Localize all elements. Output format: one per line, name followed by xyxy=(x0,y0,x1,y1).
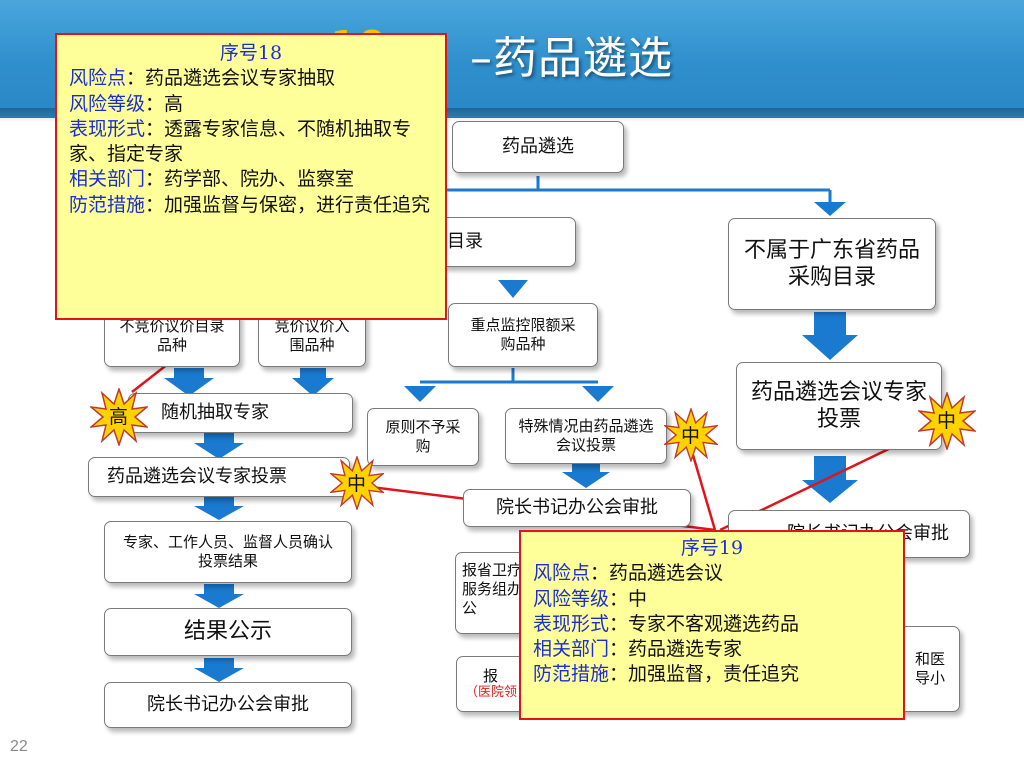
node-expert-vote-left: 药品遴选会议专家投票 xyxy=(88,457,350,497)
popup19-department: 相关部门：药品遴选专家 xyxy=(533,637,891,662)
popup19-measures-label: 防范措施 xyxy=(533,663,610,686)
popup18-risk-point: 风险点：药品遴选会议专家抽取 xyxy=(69,66,433,91)
risk-burst-high-icon xyxy=(90,388,148,446)
popup18-risk-point-label: 风险点 xyxy=(69,67,127,90)
node-drug-selection-label: 药品遴选 xyxy=(502,135,574,157)
popup19-seq: 序号19 xyxy=(680,537,744,559)
risk-level-mid-left: 中 xyxy=(347,473,367,495)
popup18-department-label: 相关部门 xyxy=(69,168,146,191)
node-random-experts: 随机抽取专家 xyxy=(128,393,353,433)
popup19-risk-point-value: ：药品遴选会议 xyxy=(590,562,724,585)
slide-title: –药品遴选 xyxy=(470,33,673,84)
popup19-department-value: ：药品遴选专家 xyxy=(609,638,743,661)
node-report-province-label: 报省卫疗服务组办公 xyxy=(462,561,523,617)
node-special-vote: 特殊情况由药品遴选会议投票 xyxy=(505,408,667,464)
node-not-in-catalog-label: 不属于广东省药品采购目录 xyxy=(743,237,920,291)
node-key-monitor: 重点监控限额采购品种 xyxy=(448,303,598,367)
node-special-vote-label: 特殊情况由药品遴选会议投票 xyxy=(518,417,654,454)
popup18-measures-label: 防范措施 xyxy=(69,193,146,216)
risk-burst-mid-left-icon xyxy=(330,456,384,510)
popup18-seq: 序号18 xyxy=(219,42,283,64)
node-bid-label: 竞价议价入围品种 xyxy=(274,317,350,354)
popup18-manifestation: 表现形式：透露专家信息、不随机抽取专家、指定专家 xyxy=(69,117,433,168)
popup19-manifestation-value: ：专家不客观遴选药品 xyxy=(609,612,800,635)
node-dean-office-bottom: 院长书记办公会审批 xyxy=(104,682,352,728)
risk-level-high: 高 xyxy=(109,406,129,428)
node-result-publish: 结果公示 xyxy=(104,608,352,656)
popup19-department-label: 相关部门 xyxy=(533,638,610,661)
node-random-experts-label: 随机抽取专家 xyxy=(161,401,269,423)
node-non-bid-label: 不竞价议价目录品种 xyxy=(119,317,225,354)
node-bottom-mid-label: 报 xyxy=(483,666,499,685)
page-number: 22 xyxy=(10,738,28,755)
popup19-manifestation: 表现形式：专家不客观遴选药品 xyxy=(533,612,891,637)
popup19-measures: 防范措施：加强监督，责任追究 xyxy=(533,662,891,687)
risk-level-mid-center: 中 xyxy=(681,425,701,447)
popup18-measures-value: ：加强监督与保密，进行责任追究 xyxy=(145,193,431,216)
node-result-publish-label: 结果公示 xyxy=(183,619,272,645)
popup18-manifestation-label: 表现形式 xyxy=(69,117,146,140)
node-dean-office-bottom-label: 院长书记办公会审批 xyxy=(147,693,309,715)
node-bottom-mid-red-label: （医院领 xyxy=(465,685,518,701)
node-bottom-mid-partial: 报 （医院领 xyxy=(456,656,526,712)
risk-burst-mid-center-icon xyxy=(664,408,718,462)
popup18-manifestation-value: ：透露专家信息、不随机抽取专家、指定专家 xyxy=(69,117,412,166)
popup18-risk-level-label: 风险等级 xyxy=(69,92,146,115)
node-no-purchase-label: 原则不予采购 xyxy=(385,418,461,455)
popup18-risk-level: 风险等级：高 xyxy=(69,92,433,117)
popup19-measures-value: ：加强监督，责任追究 xyxy=(609,663,800,686)
node-dean-office-mid: 院长书记办公会审批 xyxy=(463,489,691,527)
risk-level-mid-right: 中 xyxy=(937,410,957,432)
node-no-purchase: 原则不予采购 xyxy=(367,408,479,466)
popup19-risk-level-value: ：中 xyxy=(609,587,648,610)
node-key-monitor-label: 重点监控限额采购品种 xyxy=(470,316,576,353)
popup19-risk-point-label: 风险点 xyxy=(533,562,591,585)
risk-popup-18: 序号18 风险点：药品遴选会议专家抽取 风险等级：高 表现形式：透露专家信息、不… xyxy=(55,33,447,320)
node-right-bottom-label: 和医导小 xyxy=(915,650,946,687)
node-expert-vote-right-label: 药品遴选会议专家投票 xyxy=(751,379,928,433)
node-drug-selection: 药品遴选 xyxy=(452,121,624,173)
node-confirm-result-label: 专家、工作人员、监督人员确认投票结果 xyxy=(122,533,333,570)
node-non-bid-catalog: 不竞价议价目录品种 xyxy=(104,305,240,367)
node-in-catalog-label: 目录 xyxy=(447,230,483,252)
node-confirm-result: 专家、工作人员、监督人员确认投票结果 xyxy=(104,521,352,583)
popup18-risk-point-value: ：药品遴选会议专家抽取 xyxy=(126,67,336,90)
popup18-risk-level-value: ：高 xyxy=(145,92,184,115)
risk-burst-mid-right-icon xyxy=(918,392,976,450)
popup19-risk-level-label: 风险等级 xyxy=(533,587,610,610)
node-dean-office-mid-label: 院长书记办公会审批 xyxy=(496,496,658,518)
popup19-risk-point: 风险点：药品遴选会议 xyxy=(533,561,891,586)
popup18-department: 相关部门：药学部、院办、监察室 xyxy=(69,167,433,192)
popup18-measures: 防范措施：加强监督与保密，进行责任追究 xyxy=(69,193,433,218)
node-not-in-guangdong-catalog: 不属于广东省药品采购目录 xyxy=(728,218,936,310)
node-expert-vote-right: 药品遴选会议专家投票 xyxy=(736,362,942,450)
risk-popup-19: 序号19 风险点：药品遴选会议 风险等级：中 表现形式：专家不客观遴选药品 相关… xyxy=(519,530,905,720)
popup18-department-value: ：药学部、院办、监察室 xyxy=(145,168,355,191)
popup19-manifestation-label: 表现形式 xyxy=(533,612,610,635)
popup19-risk-level: 风险等级：中 xyxy=(533,587,891,612)
node-expert-vote-left-label: 药品遴选会议专家投票 xyxy=(107,465,287,487)
